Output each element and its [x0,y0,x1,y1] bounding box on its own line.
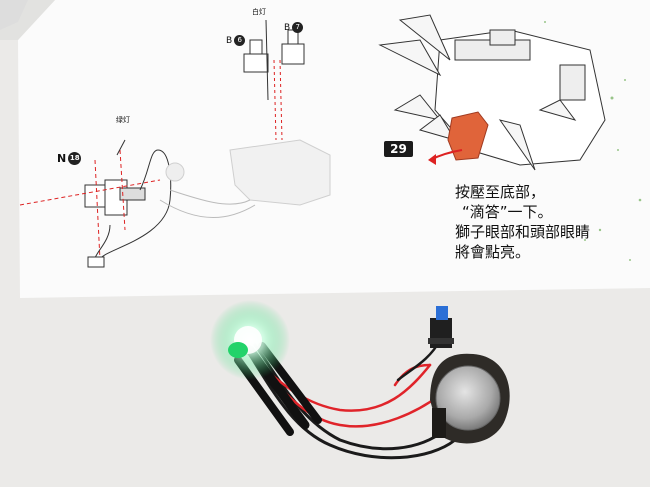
step-number-badge: 29 [384,141,413,157]
instruction-line-2: “滴答”一下。 [462,203,553,221]
part-b6-letter: B [226,35,233,46]
part-n18-letter: N [57,152,67,165]
part-b7-label: B 7 [284,22,304,33]
white-light-parts [243,19,305,141]
part-b7-letter: B [284,22,291,33]
paint-specks [544,21,642,261]
light-housing-diagram [159,139,331,218]
part-b6-number: 6 [234,35,246,46]
push-switch [428,306,454,348]
green-light-label: 绿灯 [116,116,130,124]
part-n18-number: 18 [68,152,82,165]
part-n18-label: N 18 [57,152,82,165]
plastic-bag [0,0,28,30]
lion-head-diagram [378,14,606,171]
instruction-line-4: 將會點亮。 [455,243,531,261]
instruction-line-1: 按壓至底部， [455,183,546,201]
coin-battery-holder [430,353,510,444]
part-b6-label: B 6 [226,35,246,46]
white-light-label: 白灯 [252,8,266,16]
green-led [228,342,248,358]
part-b7-number: 7 [292,22,304,33]
instruction-line-3: 獅子眼部和頭部眼睛 [455,223,591,241]
led-part-diagram-left [19,139,172,268]
